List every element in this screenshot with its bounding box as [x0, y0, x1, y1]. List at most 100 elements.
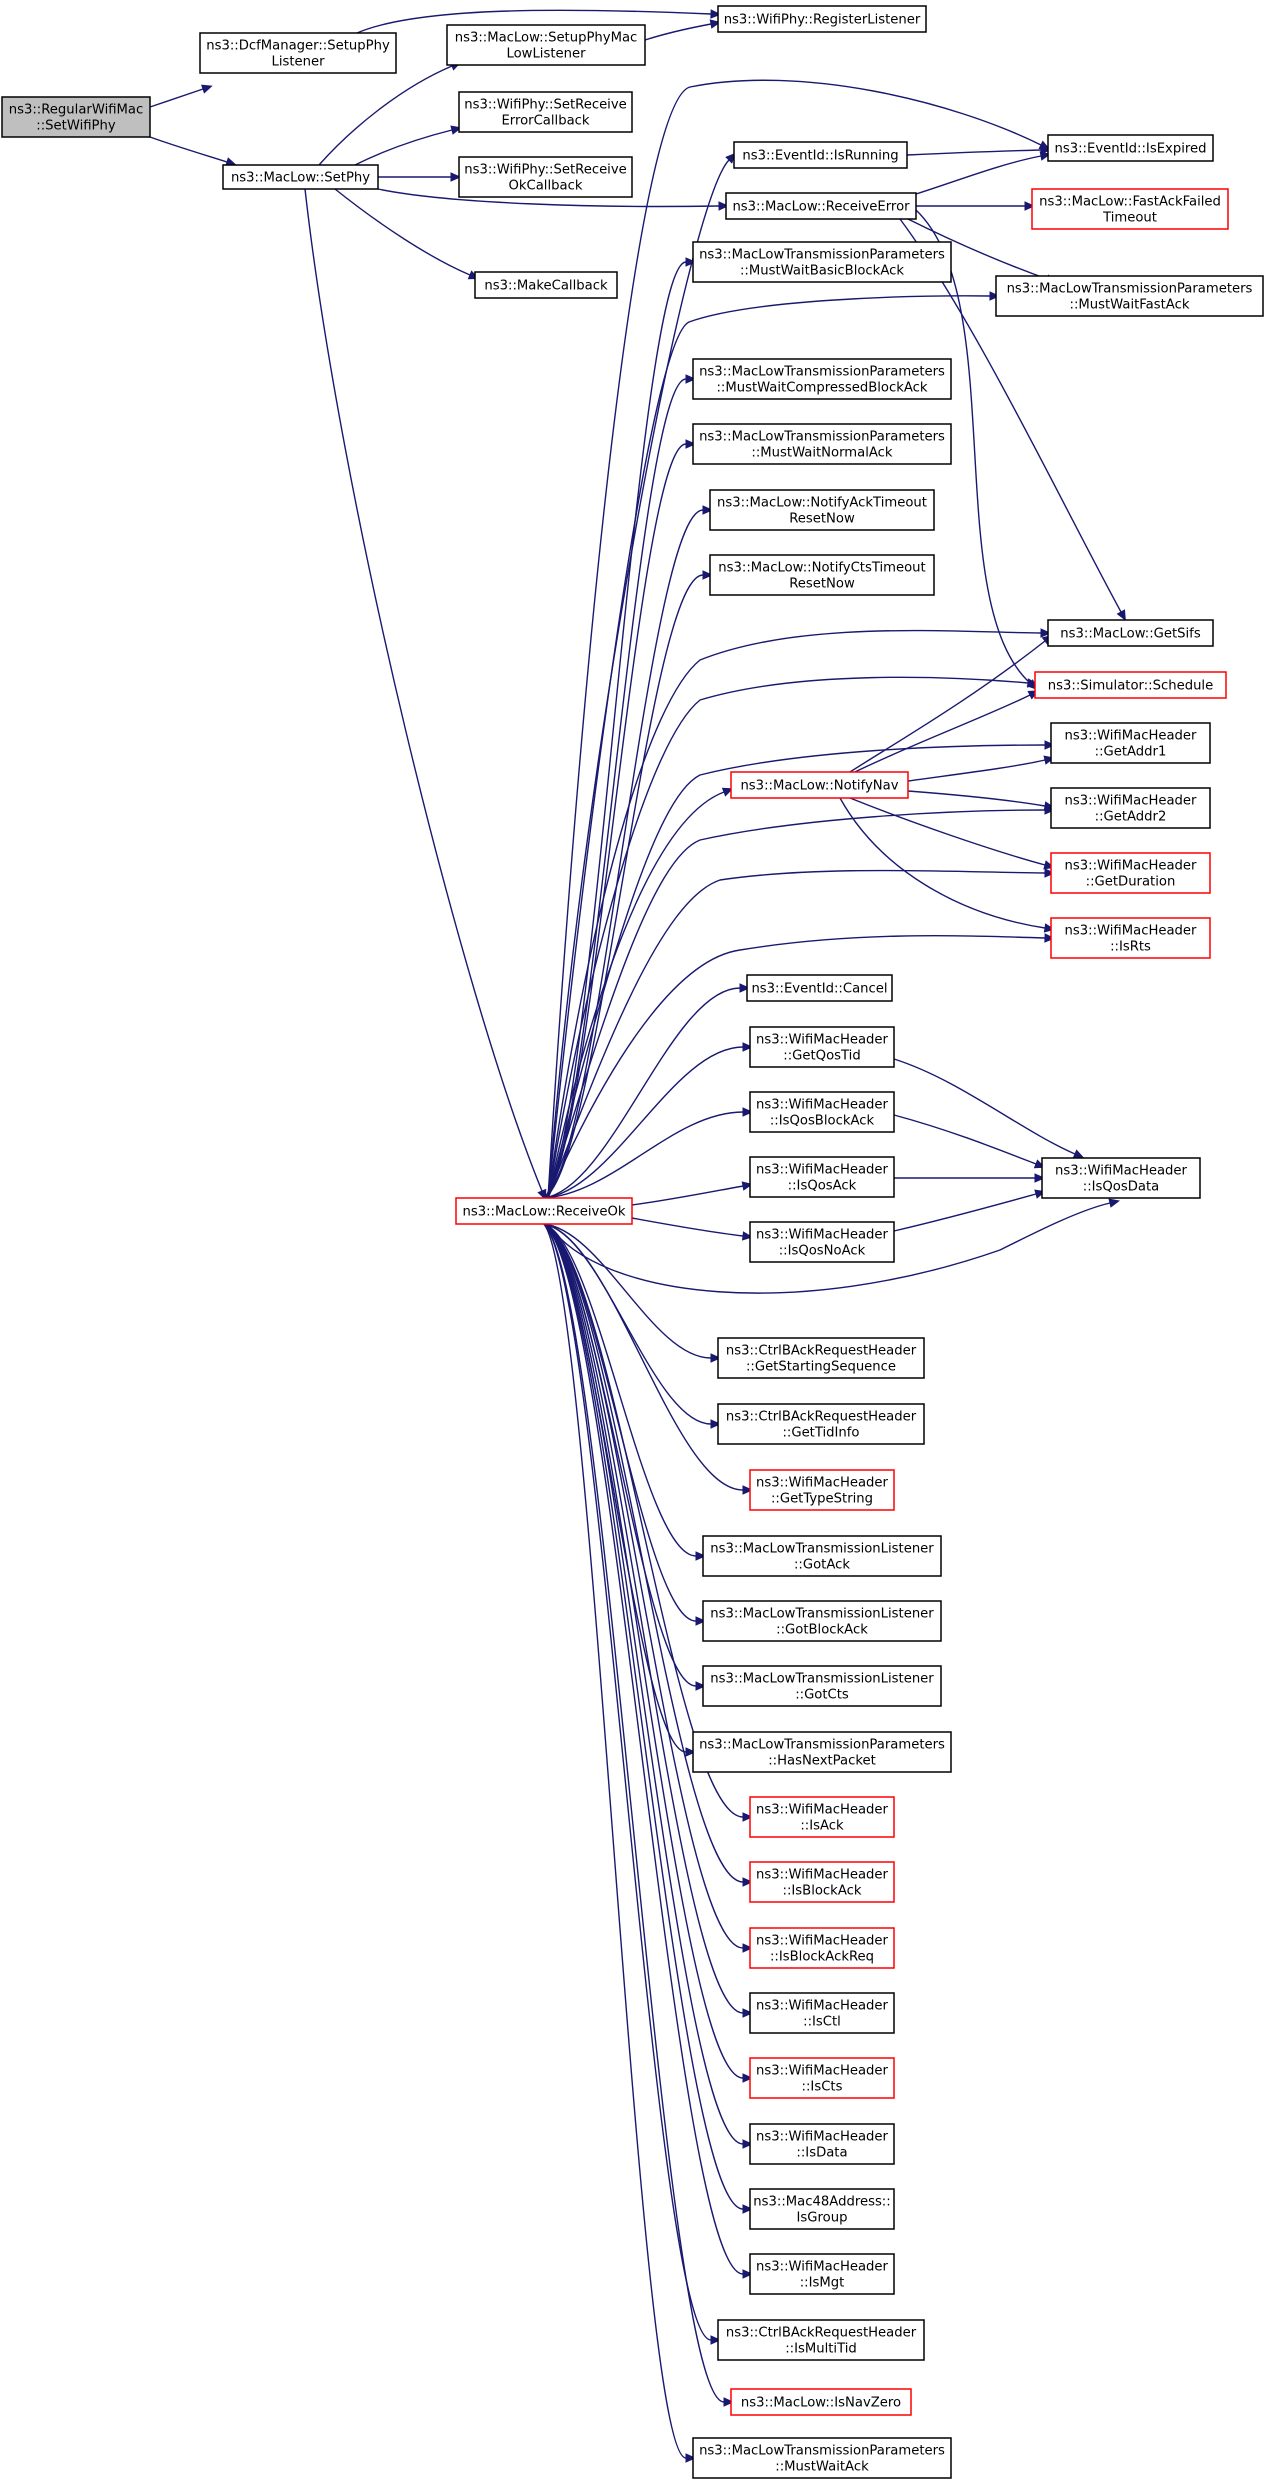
- edge-line: [907, 790, 1046, 807]
- edge-recvok-to-cancel: [543, 983, 751, 1199]
- node-label-line: ::IsCtl: [803, 2015, 841, 2030]
- node-isdata[interactable]: ns3::WifiMacHeader::IsData: [749, 2123, 895, 2165]
- node-box: [749, 2253, 895, 2295]
- arrowhead: [710, 1419, 722, 1429]
- edge-recvok-to-gettypestring: [543, 1223, 754, 1495]
- edge-line: [543, 1223, 687, 2459]
- node-isack[interactable]: ns3::WifiMacHeader::IsAck: [749, 1796, 895, 1838]
- edge-setphy-to-recvok: [304, 188, 547, 1201]
- node-label-line: Timeout: [1102, 211, 1157, 226]
- node-label-line: ns3::CtrlBAckRequestHeader: [726, 2326, 917, 2341]
- node-setphy[interactable]: ns3::MacLow::SetPhy: [222, 164, 379, 190]
- edge-line: [149, 136, 228, 163]
- node-label-line: ns3::WifiMacHeader: [756, 2260, 889, 2275]
- edge-recvok-to-iscts: [543, 1223, 754, 2083]
- node-isqosblockack[interactable]: ns3::WifiMacHeader::IsQosBlockAck: [749, 1091, 895, 1133]
- node-makecb[interactable]: ns3::MakeCallback: [474, 271, 618, 299]
- edge-recvok-to-getaddr2: [547, 805, 1056, 1199]
- node-getstartseq[interactable]: ns3::CtrlBAckRequestHeader::GetStartingS…: [717, 1337, 925, 1379]
- node-schedule[interactable]: ns3::Simulator::Schedule: [1034, 671, 1227, 699]
- arrowhead: [718, 201, 730, 211]
- edge-line: [543, 1223, 697, 1557]
- arrowhead: [1044, 933, 1056, 943]
- node-mwack[interactable]: ns3::MacLowTransmissionParameters::MustW…: [692, 2437, 952, 2479]
- edge-line: [849, 797, 1046, 866]
- edge-recvok-to-notifyack: [543, 505, 714, 1199]
- edge-line: [543, 1223, 725, 2403]
- edge-line: [377, 188, 720, 208]
- node-gettidinfo[interactable]: ns3::CtrlBAckRequestHeader::GetTidInfo: [717, 1403, 925, 1445]
- arrowhead: [742, 1107, 754, 1117]
- node-ismgt[interactable]: ns3::WifiMacHeader::IsMgt: [749, 2253, 895, 2295]
- node-isrunning[interactable]: ns3::EventId::IsRunning: [733, 141, 908, 169]
- node-isqosdata[interactable]: ns3::WifiMacHeader::IsQosData: [1041, 1157, 1201, 1199]
- arrowhead: [1108, 1198, 1120, 1208]
- arrowhead: [710, 9, 722, 19]
- node-label-line: ns3::MacLow::IsNavZero: [741, 2396, 901, 2411]
- edge-line: [547, 159, 730, 1199]
- edge-line: [915, 155, 1042, 195]
- node-ismultitid[interactable]: ns3::CtrlBAckRequestHeader::IsMultiTid: [717, 2319, 925, 2361]
- node-mwfast[interactable]: ns3::MacLowTransmissionParameters::MustW…: [995, 275, 1264, 317]
- node-iscts[interactable]: ns3::WifiMacHeader::IsCts: [749, 2057, 895, 2099]
- node-box: [474, 271, 618, 299]
- node-label-line: ::IsAck: [800, 1819, 844, 1834]
- node-getqostid[interactable]: ns3::WifiMacHeader::GetQosTid: [749, 1026, 895, 1068]
- node-getaddr2[interactable]: ns3::WifiMacHeader::GetAddr2: [1050, 787, 1211, 829]
- edge-line: [543, 1046, 744, 1199]
- node-label-line: ns3::MacLowTransmissionParameters: [699, 1738, 945, 1753]
- node-getaddr1[interactable]: ns3::WifiMacHeader::GetAddr1: [1050, 722, 1211, 764]
- edge-line: [547, 629, 1042, 1199]
- arrowhead: [685, 439, 697, 449]
- node-cancel[interactable]: ns3::EventId::Cancel: [746, 974, 893, 1002]
- node-isqosnoack[interactable]: ns3::WifiMacHeader::IsQosNoAck: [749, 1221, 895, 1263]
- node-recverr[interactable]: ns3::MacLow::ReceiveError: [725, 192, 917, 220]
- node-getduration[interactable]: ns3::WifiMacHeader::GetDuration: [1050, 852, 1211, 894]
- node-isblockackreq[interactable]: ns3::WifiMacHeader::IsBlockAckReq: [749, 1927, 895, 1969]
- edge-line: [304, 188, 543, 1192]
- node-box: [725, 192, 917, 220]
- node-gettypestring[interactable]: ns3::WifiMacHeader::GetTypeString: [749, 1469, 895, 1511]
- node-getsifs[interactable]: ns3::MacLow::GetSifs: [1047, 619, 1214, 647]
- node-gotack[interactable]: ns3::MacLowTransmissionListener::GotAck: [702, 1535, 942, 1577]
- edge-line: [356, 9, 712, 34]
- node-label-line: ::IsMultiTid: [785, 2342, 857, 2357]
- node-mwnormal[interactable]: ns3::MacLowTransmissionParameters::MustW…: [692, 423, 952, 465]
- node-isqosack[interactable]: ns3::WifiMacHeader::IsQosAck: [749, 1156, 895, 1198]
- node-mwcomp[interactable]: ns3::MacLowTransmissionParameters::MustW…: [692, 358, 952, 400]
- node-isrts[interactable]: ns3::WifiMacHeader::IsRts: [1050, 917, 1211, 959]
- arrowhead: [742, 2269, 754, 2279]
- node-isblockack[interactable]: ns3::WifiMacHeader::IsBlockAck: [749, 1861, 895, 1903]
- node-label-line: ::IsBlockAck: [783, 1884, 862, 1899]
- node-recvok[interactable]: ns3::MacLow::ReceiveOk: [455, 1197, 633, 1225]
- edge-line: [543, 261, 687, 1199]
- edge-line: [547, 676, 1029, 1199]
- node-isexpired[interactable]: ns3::EventId::IsExpired: [1047, 134, 1214, 162]
- node-hasnext[interactable]: ns3::MacLowTransmissionParameters::HasNe…: [692, 1731, 952, 1773]
- edge-recvok-to-notifycts: [543, 570, 714, 1199]
- node-reglistener[interactable]: ns3::WifiPhy::RegisterListener: [717, 5, 927, 33]
- node-gotblockack[interactable]: ns3::MacLowTransmissionListener::GotBloc…: [702, 1600, 942, 1642]
- node-notifynav[interactable]: ns3::MacLow::NotifyNav: [730, 771, 909, 799]
- node-isgroup[interactable]: ns3::Mac48Address::IsGroup: [749, 2188, 895, 2230]
- node-isnavzero[interactable]: ns3::MacLow::IsNavZero: [730, 2388, 912, 2416]
- edge-isqosnoack-to-isqosdata: [893, 1189, 1046, 1232]
- edge-isqosblockack-to-isqosdata: [893, 1114, 1046, 1169]
- node-isctl[interactable]: ns3::WifiMacHeader::IsCtl: [749, 1992, 895, 2034]
- edge-setphy-to-recverr: [377, 188, 730, 211]
- node-label-line: ns3::MacLow::FastAckFailed: [1039, 195, 1221, 210]
- edge-recvok-to-isexpired: [547, 79, 1051, 1199]
- node-mwbasic[interactable]: ns3::MacLowTransmissionParameters::MustW…: [692, 241, 952, 283]
- edge-recvok-to-mwnormal: [543, 439, 697, 1199]
- edge-recvok-to-isrunning: [547, 152, 737, 1199]
- node-label-line: ::IsData: [796, 2146, 847, 2161]
- edge-line: [543, 1223, 712, 1359]
- node-gotcts[interactable]: ns3::MacLowTransmissionListener::GotCts: [702, 1665, 942, 1707]
